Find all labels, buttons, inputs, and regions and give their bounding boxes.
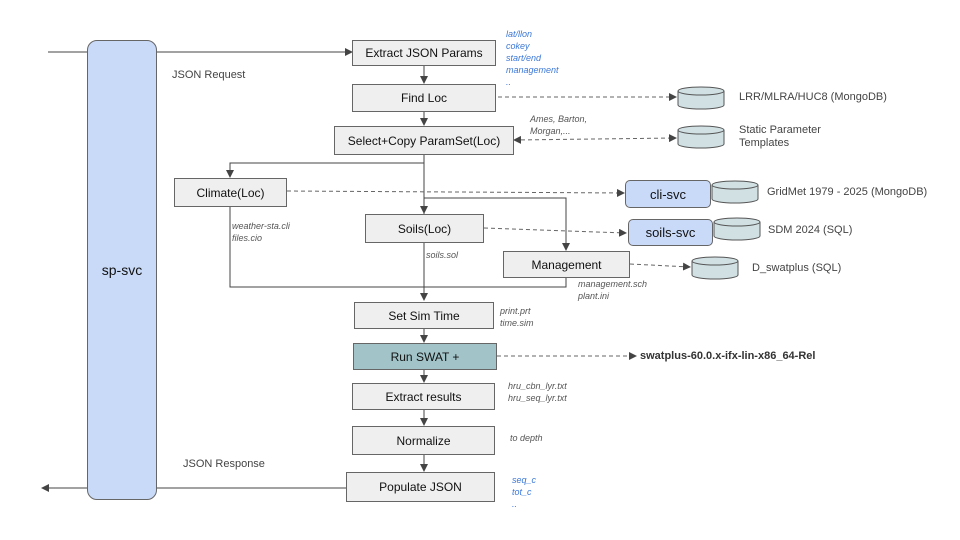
soils-svc-service[interactable]: soils-svc <box>628 219 713 246</box>
merge-climate <box>229 207 424 288</box>
step-label: Management <box>531 257 602 272</box>
extract-json-params-step[interactable]: Extract JSON Params <box>352 40 496 66</box>
params-note: lat/llon cokey start/end management .. <box>506 28 559 88</box>
paramset-note: Ames, Barton, Morgan,... <box>530 113 587 137</box>
branch-climate <box>226 162 424 178</box>
label-line: Templates <box>739 137 790 149</box>
set-sim-time-step[interactable]: Set Sim Time <box>354 302 494 329</box>
output-note: seq_c tot_c .. <box>512 474 536 510</box>
extract-results-step[interactable]: Extract results <box>352 383 495 410</box>
climate-step[interactable]: Climate(Loc) <box>174 178 287 207</box>
management-files-note: management.sch plant.ini <box>578 278 647 302</box>
note-line: management.sch <box>578 279 648 289</box>
database-icon <box>677 125 725 149</box>
step-label: Select+Copy ParamSet(Loc) <box>347 133 501 148</box>
note-line: cokey <box>506 41 530 51</box>
templates-db-label: Static Parameter Templates <box>739 124 821 150</box>
dashed-cli <box>286 188 625 197</box>
executable-label: swatplus-60.0.x-ifx-lin-x86_64-Rel <box>640 350 816 362</box>
climate-files-note: weather-sta.cli files.cio <box>232 220 290 244</box>
database-icon <box>677 86 725 110</box>
note-line: tot_c <box>512 487 532 497</box>
management-step[interactable]: Management <box>503 251 630 278</box>
step-label: Extract results <box>385 389 462 404</box>
dashed-swatplus-db <box>629 262 691 271</box>
soils-file-note: soils.sol <box>426 250 459 260</box>
branch-management <box>424 197 570 251</box>
note-line: .. <box>506 77 512 87</box>
loc-db-label: LRR/MLRA/HUC8 (MongoDB) <box>739 91 887 103</box>
note-line: files.cio <box>232 233 263 243</box>
note-line: management <box>506 65 559 75</box>
step-label: Run SWAT + <box>390 349 460 364</box>
result-files-note: hru_cbn_lyr.txt hru_seq_lyr.txt <box>508 380 567 404</box>
sdm-db-label: SDM 2024 (SQL) <box>768 224 853 236</box>
note-line: plant.ini <box>578 291 610 301</box>
sp-svc-service[interactable]: sp-svc <box>87 40 157 500</box>
database-icon <box>713 217 761 241</box>
gridmet-db-label: GridMet 1979 - 2025 (MongoDB) <box>767 186 928 198</box>
json-request-label: JSON Request <box>172 69 246 81</box>
step-label: Populate JSON <box>379 480 462 494</box>
swatplus-db-label: D_swatplus (SQL) <box>752 262 842 274</box>
note-line: Morgan,... <box>530 126 571 136</box>
json-response-label: JSON Response <box>183 458 265 470</box>
label-line: Static Parameter <box>739 124 821 136</box>
note-line: start/end <box>506 53 542 63</box>
step-label: Soils(Loc) <box>397 221 452 236</box>
run-swat-step[interactable]: Run SWAT + <box>353 343 497 370</box>
step-label: Normalize <box>396 433 451 448</box>
note-line: time.sim <box>500 318 534 328</box>
note-line: print.prt <box>500 306 531 316</box>
step-label: Extract JSON Params <box>365 46 483 60</box>
note-line: .. <box>512 499 518 509</box>
note-line: seq_c <box>512 475 537 485</box>
merge-management <box>424 276 567 288</box>
note-line: lat/llon <box>506 29 533 39</box>
sim-files-note: print.prt time.sim <box>500 305 534 329</box>
normalize-note: to depth <box>510 433 543 443</box>
step-label: Climate(Loc) <box>196 185 265 200</box>
dashed-soils <box>483 227 627 237</box>
cli-svc-service[interactable]: cli-svc <box>625 180 711 208</box>
normalize-step[interactable]: Normalize <box>352 426 495 455</box>
step-label: Set Sim Time <box>388 308 460 323</box>
note-line: hru_seq_lyr.txt <box>508 393 567 403</box>
soils-step[interactable]: Soils(Loc) <box>365 214 484 243</box>
soils-svc-label: soils-svc <box>645 225 696 240</box>
note-line: hru_cbn_lyr.txt <box>508 381 567 391</box>
populate-json-step[interactable]: Populate JSON <box>346 472 495 502</box>
sp-svc-label: sp-svc <box>101 262 143 278</box>
note-line: weather-sta.cli <box>232 221 290 231</box>
cli-svc-label: cli-svc <box>649 186 687 202</box>
step-label: Find Loc <box>400 91 448 105</box>
dashed-template-db <box>513 134 677 144</box>
database-icon <box>711 180 759 204</box>
select-copy-paramset-step[interactable]: Select+Copy ParamSet(Loc) <box>334 126 514 155</box>
database-icon <box>691 256 739 280</box>
find-loc-step[interactable]: Find Loc <box>352 84 496 112</box>
note-line: Ames, Barton, <box>530 114 588 124</box>
